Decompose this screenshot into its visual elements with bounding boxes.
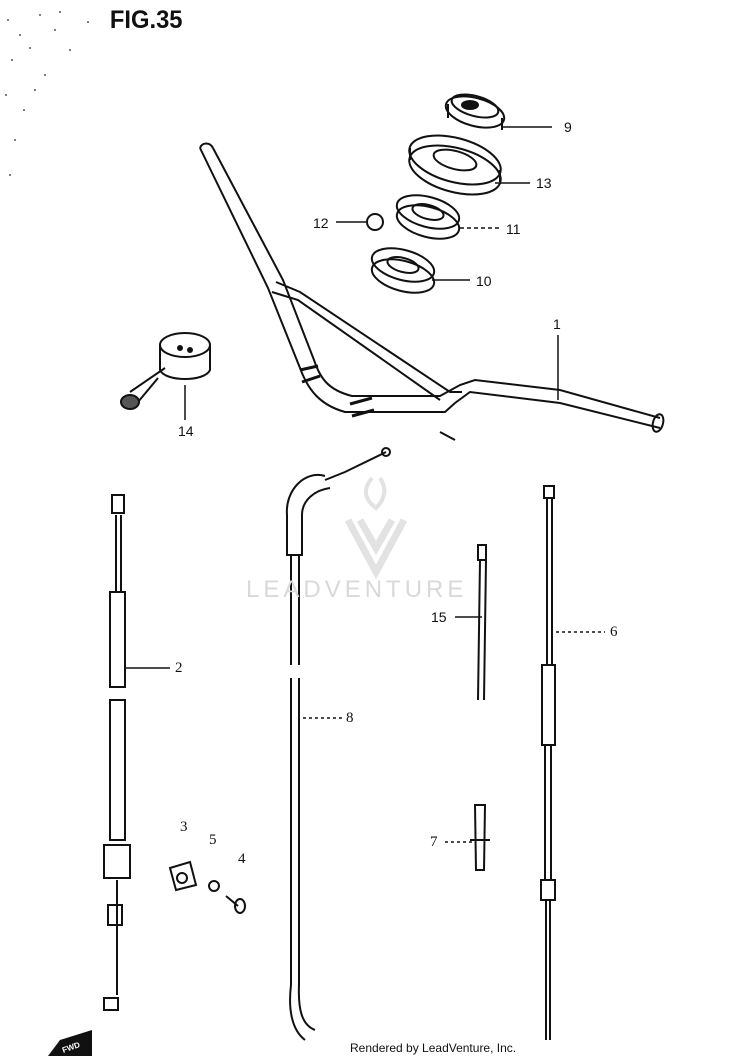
scan-speckle <box>5 11 89 176</box>
part-5-washer <box>208 880 220 892</box>
callout-6: 6 <box>610 624 618 640</box>
part-6-clutch-cable <box>540 485 556 1040</box>
callout-7: 7 <box>430 834 438 850</box>
callout-2: 2 <box>175 660 183 676</box>
callout-10: 10 <box>476 273 492 289</box>
handlebar <box>199 142 665 441</box>
callout-15: 15 <box>431 609 447 625</box>
callout-12: 12 <box>313 215 329 231</box>
watermark-text: LEADVENTURE <box>246 576 468 603</box>
callout-8: 8 <box>346 710 354 726</box>
callout-11: 11 <box>506 221 521 237</box>
part-15-cable-band <box>477 544 487 701</box>
part-7-cable-guide <box>470 804 490 871</box>
leader-lines <box>126 126 605 843</box>
part-12-ball <box>366 213 384 231</box>
part-9-cap <box>444 93 506 130</box>
figure-title: FIG.35 <box>109 6 183 34</box>
callout-1: 1 <box>553 316 561 332</box>
watermark-logo <box>344 476 408 580</box>
part-4-screw <box>225 895 246 914</box>
callout-3: 3 <box>180 819 188 835</box>
footer-credit: Rendered by LeadVenture, Inc. <box>350 1041 517 1055</box>
part-14-throttle-housing <box>120 332 211 410</box>
callout-14: 14 <box>178 423 194 439</box>
part-10-seal <box>370 247 436 294</box>
callout-13: 13 <box>536 175 552 191</box>
part-3-clamp <box>168 860 198 892</box>
forward-arrow-icon <box>48 1030 92 1056</box>
callout-5: 5 <box>209 832 217 848</box>
callout-4: 4 <box>238 851 246 867</box>
part-2-cable <box>103 494 131 1011</box>
callout-9: 9 <box>564 119 572 135</box>
part-11-seal <box>395 194 461 240</box>
part-8-throttle-cable <box>285 447 391 1041</box>
part-13-dust-seal <box>408 134 502 196</box>
